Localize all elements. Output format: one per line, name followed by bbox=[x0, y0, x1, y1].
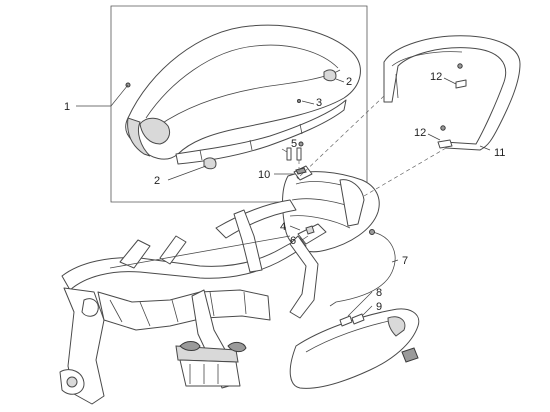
callout-2-lower: 2 bbox=[154, 175, 160, 187]
bolts bbox=[286, 141, 304, 161]
main-frame bbox=[59, 199, 319, 405]
leader-lines bbox=[76, 77, 491, 317]
callout-6: 6 bbox=[290, 235, 296, 247]
seat-release-cable bbox=[329, 231, 396, 307]
callout-7: 7 bbox=[402, 255, 408, 267]
seat-lock-mechanism bbox=[297, 223, 327, 245]
callout-2-upper: 2 bbox=[346, 76, 352, 88]
callout-3: 3 bbox=[316, 97, 322, 109]
cover-screws bbox=[339, 313, 365, 327]
callout-10: 10 bbox=[258, 169, 270, 181]
callout-8: 8 bbox=[376, 287, 382, 299]
assembly-line-rail-2 bbox=[363, 147, 447, 197]
rail-screws bbox=[437, 63, 467, 149]
grab-rail bbox=[383, 35, 521, 151]
assembly-line-rail bbox=[299, 95, 385, 177]
latch-hook bbox=[293, 165, 313, 181]
rubber-buffers bbox=[125, 69, 337, 170]
callout-9: 9 bbox=[376, 301, 382, 313]
callout-5: 5 bbox=[291, 138, 297, 150]
callout-12-upper: 12 bbox=[430, 71, 442, 83]
callout-1: 1 bbox=[64, 101, 70, 113]
side-cover bbox=[289, 308, 420, 389]
callout-12-lower: 12 bbox=[414, 127, 426, 139]
seat bbox=[125, 24, 361, 165]
callout-11: 11 bbox=[494, 147, 505, 159]
cable-end bbox=[369, 229, 375, 235]
callout-4: 4 bbox=[280, 221, 286, 233]
